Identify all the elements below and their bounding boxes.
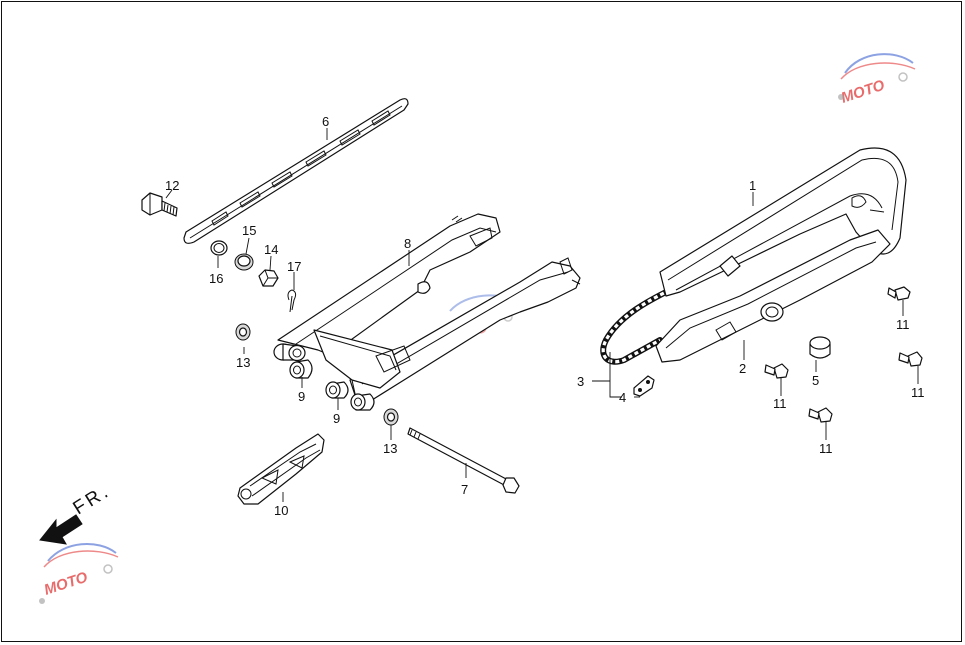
leader-lines	[165, 128, 919, 502]
part-12-bolt	[141, 192, 178, 217]
part-17-cotter-pin	[287, 289, 297, 313]
callout-labels: 1 2 3 4 5 6 7 8 9 9 10 11 11 11 11 12 13…	[165, 114, 925, 518]
part-11-bolt-c	[898, 351, 923, 367]
callout-11-a: 11	[896, 317, 910, 332]
part-1-chain-case-upper	[659, 147, 907, 297]
part-10-chain-guide	[237, 433, 325, 505]
callout-5: 5	[812, 373, 819, 388]
part-11-bolt-b	[764, 363, 789, 379]
callout-12: 12	[165, 178, 179, 193]
part-6-chain-slider-strip	[183, 98, 409, 244]
callout-1: 1	[749, 178, 756, 193]
callout-11-b: 11	[773, 396, 787, 411]
callout-6: 6	[322, 114, 329, 129]
part-8-swing-arm	[273, 213, 581, 411]
callout-9-upper: 9	[298, 389, 305, 404]
part-16-circlip	[210, 240, 228, 256]
callout-11-d: 11	[819, 441, 833, 456]
watermark-logo-bottom-left: MOTO	[39, 543, 119, 604]
callout-13-right: 13	[383, 441, 397, 456]
front-label: FR.	[70, 480, 115, 519]
callout-16: 16	[209, 271, 223, 286]
callout-9-lower: 9	[333, 411, 340, 426]
front-arrow-icon	[39, 514, 83, 545]
part-11-bolt-a	[887, 286, 911, 301]
callout-2: 2	[739, 361, 746, 376]
callout-14: 14	[264, 242, 278, 257]
callout-13-left: 13	[236, 355, 250, 370]
callout-8: 8	[404, 236, 411, 251]
callout-4: 4	[619, 390, 626, 405]
callout-17: 17	[287, 259, 301, 274]
part-9-bushing-upper	[289, 359, 313, 379]
callout-11-c: 11	[911, 385, 925, 400]
callout-7: 7	[461, 482, 468, 497]
part-13-washer-right	[383, 408, 399, 426]
part-2-chain-case-lower	[655, 229, 891, 363]
part-13-washer-left	[235, 323, 251, 341]
part-15-collar	[234, 253, 254, 271]
part-5-cap	[809, 336, 831, 359]
callout-15: 15	[242, 223, 256, 238]
watermark-text: MOTO	[42, 569, 90, 599]
watermark-text: MOTO	[839, 77, 887, 107]
part-14-nut	[258, 269, 279, 287]
front-direction-indicator: FR.	[39, 480, 115, 545]
part-11-bolt-d	[808, 407, 833, 423]
part-4-master-link	[633, 375, 655, 397]
part-7-pivot-bolt	[407, 427, 520, 494]
part-3-drive-chain	[600, 287, 673, 365]
callout-3: 3	[577, 374, 584, 389]
watermark-logo-top-right: MOTO	[838, 53, 916, 107]
callout-10: 10	[274, 503, 288, 518]
part-9-bushing-lower	[325, 381, 375, 411]
